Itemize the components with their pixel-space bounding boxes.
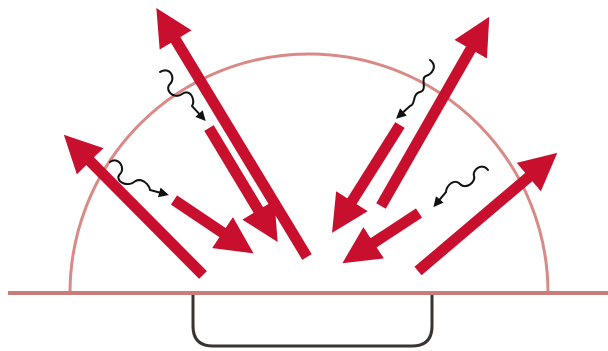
wavy-photon-arrow [436,167,488,204]
detector-cup [193,293,432,346]
outgoing-arrows [77,24,543,275]
incoming-arrow [358,213,419,253]
incoming-arrow [174,200,238,243]
outgoing-arrow [418,165,543,271]
wavy-photon-arrow [399,60,434,116]
dome-outline [70,54,548,293]
incoming-arrow [342,125,400,217]
wavy-photon-arrows [110,60,488,204]
outgoing-arrow [166,24,307,257]
outgoing-arrow [381,33,480,206]
